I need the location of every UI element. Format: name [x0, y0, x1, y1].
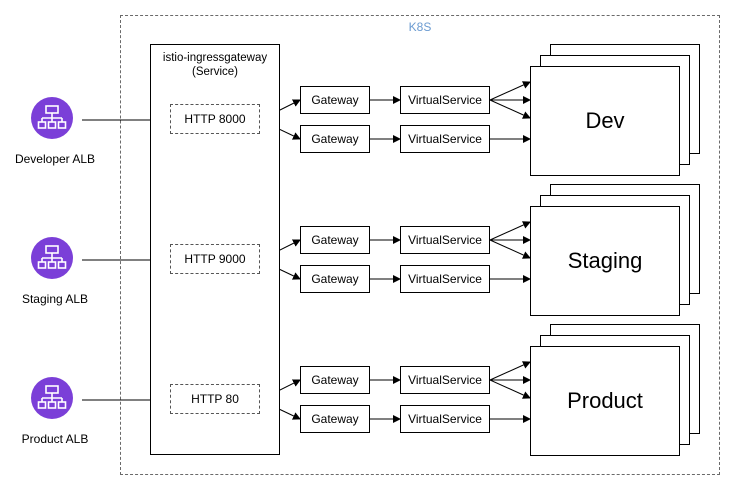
virtualservice-dev-2: VirtualService	[400, 125, 490, 153]
k8s-cluster-boundary	[120, 15, 720, 475]
gateway-dev-1: Gateway	[300, 86, 370, 114]
service-title: istio-ingressgateway	[162, 52, 268, 64]
gateway-staging-2: Gateway	[300, 265, 370, 293]
staging-alb	[30, 236, 74, 285]
k8s-cluster-label: K8S	[408, 20, 432, 34]
edge-vs-fan-up-2	[489, 361, 531, 381]
edge-vs-fan-down-2	[489, 379, 531, 399]
edge-vs-fan-up-0	[489, 81, 531, 101]
load-balancer-icon	[31, 237, 73, 279]
service-subtitle: (Service)	[191, 66, 238, 78]
env-product: Product	[530, 346, 680, 456]
developer-alb-label: Developer ALB	[14, 152, 96, 166]
load-balancer-icon	[31, 97, 73, 139]
virtualservice-product-1: VirtualService	[400, 366, 490, 394]
gateway-product-1: Gateway	[300, 366, 370, 394]
edge-vs-fan-up-1	[489, 221, 531, 241]
port-http-9000: HTTP 9000	[170, 244, 260, 274]
env-staging: Staging	[530, 206, 680, 316]
developer-alb	[30, 96, 74, 145]
product-alb	[30, 376, 74, 425]
port-http-80: HTTP 80	[170, 384, 260, 414]
env-dev: Dev	[530, 66, 680, 176]
ingress-gateway-service-label: istio-ingressgateway (Service)	[150, 51, 280, 79]
gateway-dev-2: Gateway	[300, 125, 370, 153]
edge-vs-fan-down-1	[489, 239, 531, 259]
staging-alb-label: Staging ALB	[21, 292, 89, 306]
port-http-8000: HTTP 8000	[170, 104, 260, 134]
virtualservice-dev-1: VirtualService	[400, 86, 490, 114]
gateway-product-2: Gateway	[300, 405, 370, 433]
virtualservice-staging-2: VirtualService	[400, 265, 490, 293]
virtualservice-product-2: VirtualService	[400, 405, 490, 433]
virtualservice-staging-1: VirtualService	[400, 226, 490, 254]
edge-vs-fan-down-0	[489, 99, 531, 119]
gateway-staging-1: Gateway	[300, 226, 370, 254]
load-balancer-icon	[31, 377, 73, 419]
product-alb-label: Product ALB	[21, 432, 89, 446]
